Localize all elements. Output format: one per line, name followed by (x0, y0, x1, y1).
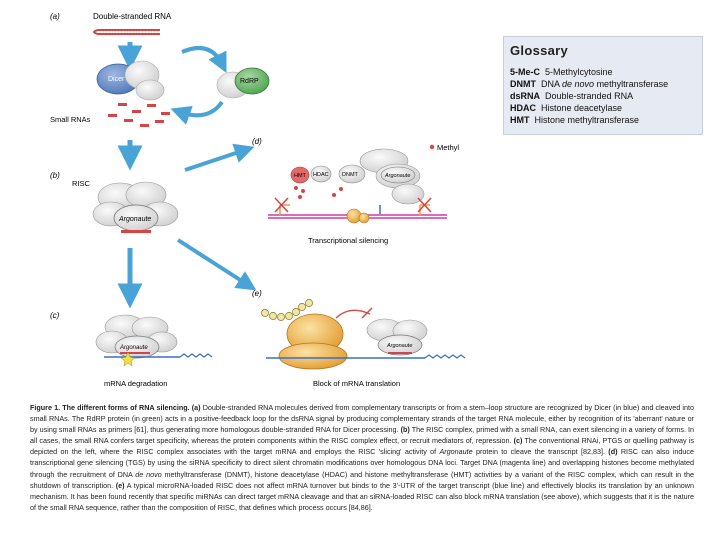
methyl-legend-dot (429, 144, 435, 150)
target-mrna-c (104, 351, 213, 367)
figure-illustration: (a) Double-stranded RNA Dicer RdRP Small… (50, 12, 466, 388)
panel-b-label: (b) (50, 171, 60, 180)
glossary-entry: HDAC Histone deacetylase (510, 103, 623, 113)
polypeptide-chain (261, 299, 313, 321)
panel-e-label: (e) (252, 289, 262, 298)
c-risc-complex: Argonaute (95, 314, 178, 359)
risc-complex: Argonaute (92, 181, 179, 233)
cleavage-star-icon (120, 351, 136, 367)
arrow-b-to-d (184, 143, 255, 172)
hmt-label: HMT (294, 173, 307, 179)
e-risc-complex: Argonaute (366, 318, 428, 356)
risc-argonaute-label: Argonaute (118, 216, 151, 223)
ribosome (278, 313, 348, 370)
panel-c-caption: mRNA degradation (104, 379, 167, 388)
e-argonaute-label: Argonaute (386, 343, 412, 349)
rdrp-label: RdRP (240, 78, 259, 85)
glossary-title: Glossary (510, 43, 569, 58)
panel-e-caption: Block of mRNA translation (313, 379, 400, 388)
panel-c-label: (c) (50, 311, 60, 320)
arrow-a-loop-top (181, 46, 227, 73)
d-argonaute-label: Argonaute (384, 173, 410, 179)
dnmt-label: DNMT (342, 172, 359, 178)
hdac-label: HDAC (313, 172, 329, 178)
target-dna (268, 197, 447, 224)
rdrp-complex: RdRP (216, 67, 270, 99)
c-argonaute-label: Argonaute (119, 345, 148, 351)
risc-label: RISC (72, 179, 91, 188)
chromatin-complex: HMT HDAC DNMT Argonaute (290, 148, 425, 205)
glossary-entry: HMT Histone methyltransferase (510, 115, 640, 125)
figure-caption: Figure 1. The different forms of RNA sil… (30, 403, 695, 512)
panel-d-caption: Transcriptional silencing (308, 236, 388, 245)
panel-a-label: (a) (50, 12, 60, 21)
panel-d-label: (d) (252, 137, 262, 146)
target-mrna-e (266, 352, 466, 359)
dicer-label: Dicer (108, 76, 125, 83)
small-rnas-label: Small RNAs (50, 115, 91, 124)
arrow-a-loop-bottom (170, 100, 224, 125)
methyl-label: Methyl (437, 143, 459, 152)
glossary-entry: dsRNA Double-stranded RNA (510, 91, 634, 101)
glossary-entry: 5-Me-C 5-Methylcytosine (510, 67, 613, 77)
arrow-b-to-e (176, 238, 257, 291)
panel-a-title: Double-stranded RNA (93, 12, 172, 21)
small-rnas (108, 103, 170, 127)
dicer-complex: Dicer (96, 60, 165, 101)
glossary-entry: DNMT DNA de novo methyltransferase (510, 79, 669, 89)
inhibition-bar (361, 307, 373, 319)
glossary-box: Glossary 5-Me-C 5-Methylcytosine DNMT DN… (503, 36, 703, 135)
dsrna-hairpin (93, 29, 160, 35)
